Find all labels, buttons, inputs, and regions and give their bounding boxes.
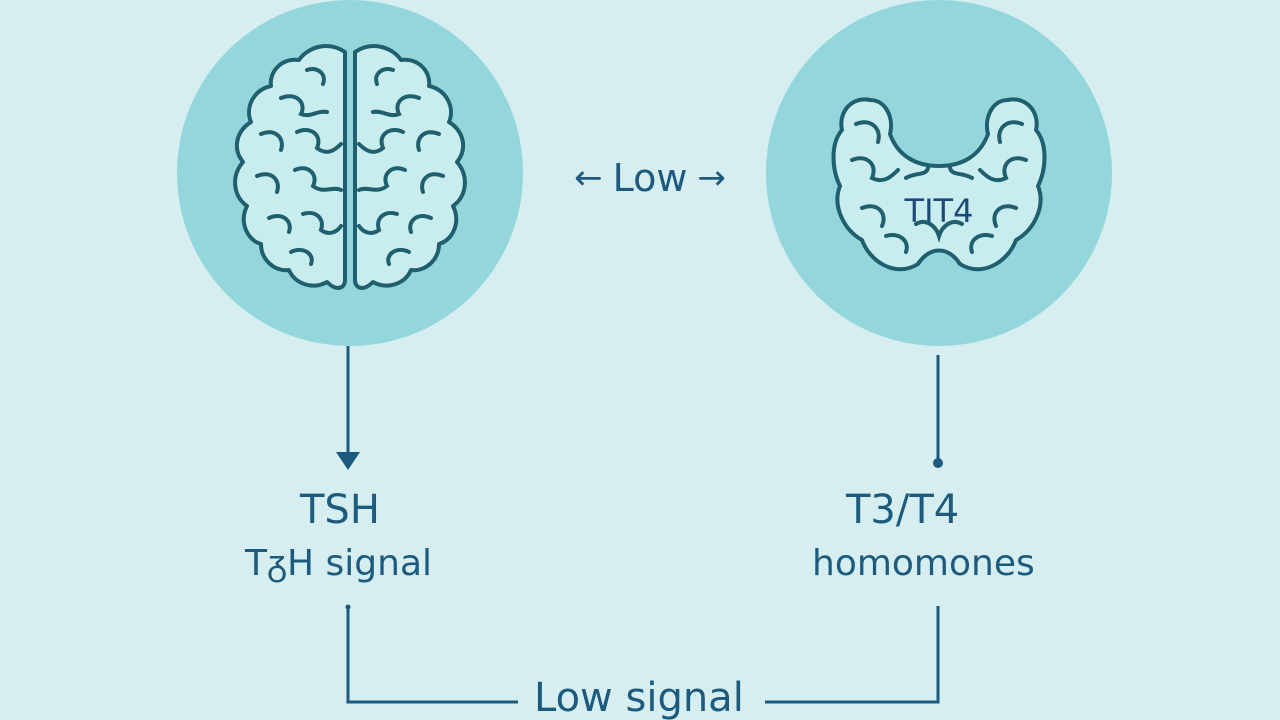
t3t4-title: T3/T4 <box>846 487 960 533</box>
dot-endpoint-icon <box>933 458 943 468</box>
low-connector: ← Low → <box>540 156 760 200</box>
hormones-label: homomones <box>812 543 1035 584</box>
bottom-left-bracket <box>346 606 518 704</box>
left-arrow-icon: ← <box>574 158 603 198</box>
bottom-right-bracket <box>765 606 940 704</box>
bracket-dot-icon <box>345 604 351 610</box>
thyroid-text-label: TIT4 <box>904 192 974 230</box>
thyroid-circle: TIT4 <box>766 0 1112 346</box>
tsh-signal-label: TᵹH signal <box>245 543 433 584</box>
tsh-title: TSH <box>300 487 380 533</box>
low-signal-label: Low signal <box>528 678 750 718</box>
right-arrow-icon: → <box>697 158 726 198</box>
low-label: Low <box>612 156 688 200</box>
down-arrowhead-icon <box>336 452 360 470</box>
brain-icon <box>233 44 467 290</box>
brain-circle <box>177 0 523 346</box>
thyroid-icon: TIT4 <box>831 97 1047 272</box>
